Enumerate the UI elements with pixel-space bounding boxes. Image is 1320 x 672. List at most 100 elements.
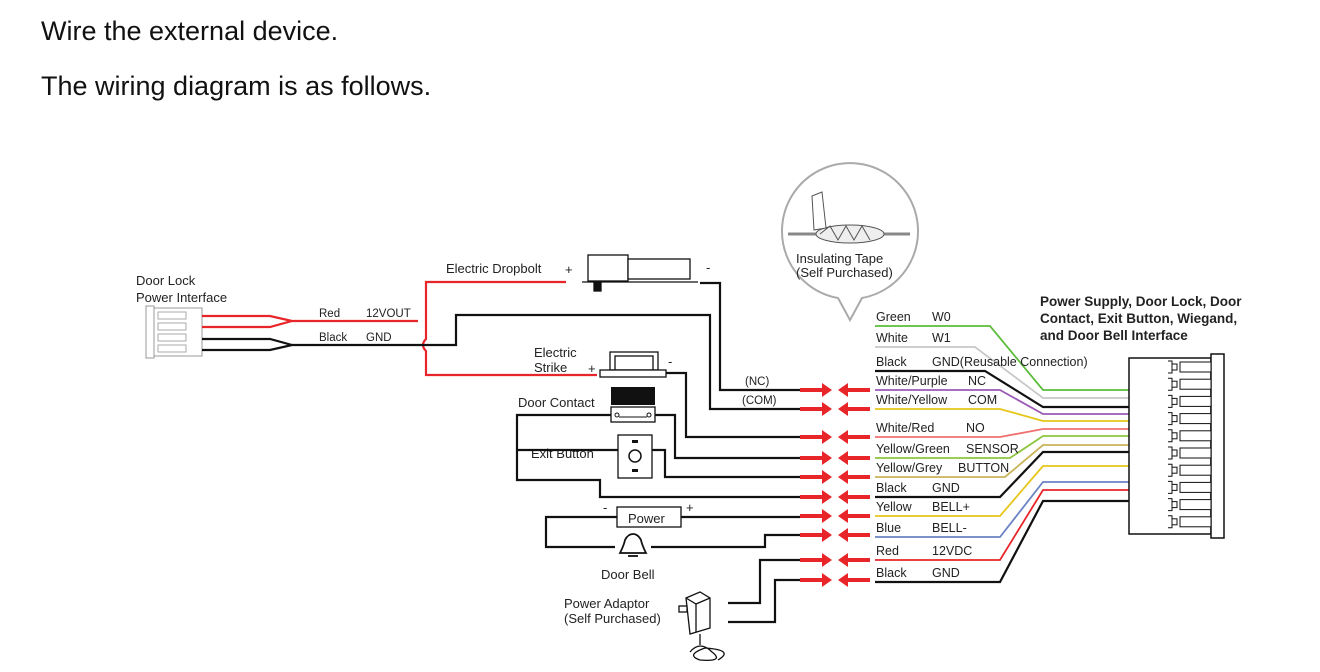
wire-line [875,465,1129,517]
door-contact-icon [610,387,656,423]
wire-line [875,499,1129,584]
arrow-pair [800,383,870,397]
wire-color-label: Blue [876,521,901,535]
exit-button-icon [617,434,653,479]
wire-signal-label: GND [932,566,960,580]
connector-pin [1179,499,1212,511]
electric-dropbolt-icon [582,254,698,292]
connector-pin-bracket [1168,429,1173,443]
tape-label-1: Insulating Tape [796,251,883,266]
power-minus: - [603,500,607,515]
wire-9: Yellow BELL+ [875,465,1129,517]
power-label: Power [628,511,666,526]
instruction-line-2: The wiring diagram is as follows. [41,71,432,101]
arrow-left-icon [838,470,870,484]
arrow-pair [800,430,870,444]
connector-pin-bracket [1168,446,1173,460]
connector-pin-latch [1171,483,1178,491]
wire-line [875,389,1129,415]
strike-label-1: Electric [534,345,577,360]
arrow-right-icon [800,470,832,484]
connector-pin-latch [1171,501,1178,509]
wire-signal-label: GND(Reusable Connection) [932,355,1088,369]
wire-line [875,346,1129,399]
arrow-right-icon [800,383,832,397]
door-lock-label-1: Door Lock [136,273,196,288]
arrow-pair [800,451,870,465]
wire-color-label: Yellow [876,500,913,514]
wire-signal-label: W1 [932,331,951,345]
wire-line [875,369,1129,409]
connector-pin-bracket [1168,515,1173,529]
door-bell-icon [618,533,648,557]
connector-pin [1179,516,1212,528]
wire-line [875,444,1129,478]
connector-pin-bracket [1168,412,1173,426]
wire-line [875,481,1129,538]
connector-pin-bracket [1168,463,1173,477]
electric-strike-icon [599,351,667,378]
com-tag: (COM) [742,395,777,407]
connector-pin-bracket [1168,360,1173,374]
arrow-pair [800,470,870,484]
gnd-label: GND [366,332,392,344]
wire-color-label: White/Purple [876,374,948,388]
arrow-left-icon [838,553,870,567]
arrow-left-icon [838,383,870,397]
wire-color-label: White/Yellow [876,393,948,407]
strike-plus: + [588,361,596,376]
connector-pin [1179,395,1212,407]
connector-pin-latch [1171,432,1178,440]
power-adaptor-label-1: Power Adaptor [564,596,650,611]
wire-signal-label: NO [966,421,985,435]
arrow-pair [800,553,870,567]
power-plus: + [686,500,694,515]
connector-pin-latch [1171,380,1178,388]
connector-pin [1179,378,1212,390]
exit-button-label: Exit Button [531,446,594,461]
connector-pin-bracket [1168,377,1173,391]
arrow-pair [800,490,870,504]
arrow-pair [800,573,870,587]
arrow-left-icon [838,490,870,504]
arrow-left-icon [838,573,870,587]
wire-signal-label: BELL+ [932,500,970,514]
12vout-label: 12VOUT [366,308,411,320]
wire-signal-label: 12VDC [932,544,972,558]
arrow-right-icon [800,490,832,504]
arrow-pair [800,402,870,416]
arrow-left-icon [838,430,870,444]
arrow-pair [800,528,870,542]
wire-line [875,450,1129,499]
wire-signal-label: BUTTON [958,461,1009,475]
interface-title-2: Contact, Exit Button, Wiegand, [1040,311,1237,326]
interface-title-3: and Door Bell Interface [1040,328,1188,343]
arrow-right-icon [800,573,832,587]
connection-arrows [800,383,870,587]
wire-color-label: White [876,331,908,345]
connector-pin-bracket [1168,498,1173,512]
wire-color-label: Black [876,566,907,580]
black-wire-label: Black [319,332,347,344]
tape-label-2: (Self Purchased) [796,265,893,280]
arrow-right-icon [800,528,832,542]
wire-signal-label: SENSOR [966,442,1019,456]
arrow-left-icon [838,402,870,416]
wire-line [875,489,1129,561]
connector-pin [1179,430,1212,442]
wire-line [875,435,1129,459]
connector-pin-bracket [1168,480,1173,494]
wire-color-label: Green [876,310,911,324]
nc-tag: (NC) [745,376,769,388]
red-wire-label: Red [319,308,340,320]
wire-line [875,408,1129,422]
door-lock-label-2: Power Interface [136,290,227,305]
